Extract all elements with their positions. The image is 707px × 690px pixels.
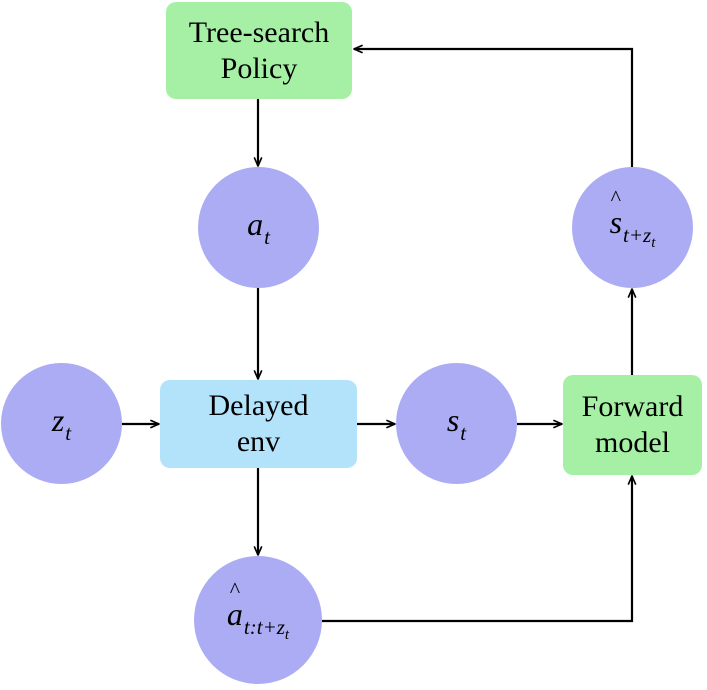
- shat-base: s: [609, 203, 623, 240]
- zt-subscript: t: [65, 420, 72, 445]
- tree-search-policy-node: Tree-search Policy: [166, 2, 352, 99]
- ahat-subsubscript: t: [284, 627, 290, 643]
- at-base: a: [247, 205, 264, 242]
- ahat-hat: ^: [229, 577, 241, 602]
- ahat-subscript: t:t+z: [243, 615, 285, 639]
- env-label-line1: Delayed: [208, 389, 309, 422]
- state-st-node: st: [396, 363, 517, 484]
- policy-label-line2: Policy: [220, 51, 298, 85]
- action-at-node: at: [198, 167, 319, 288]
- action-buffer-node: ^at:t+zt: [194, 556, 322, 684]
- predicted-state-node: ^st+zt: [572, 167, 693, 288]
- env-label-line2: env: [236, 425, 281, 458]
- ahat-base: a: [226, 596, 243, 632]
- edge-ahat-to-forward: [322, 475, 637, 623]
- forward-model-node: Forward model: [563, 375, 702, 475]
- zt-base: z: [51, 401, 65, 438]
- shat-subscript: t+z: [623, 222, 652, 247]
- edge-shat-to-policy: [353, 44, 634, 167]
- shat-hat: ^: [610, 184, 621, 210]
- forward-label-line1: Forward: [581, 390, 684, 423]
- at-subscript: t: [264, 224, 270, 249]
- st-base: s: [446, 401, 460, 438]
- shat-subsubscript: t: [651, 234, 656, 251]
- forward-label-line2: model: [595, 426, 670, 459]
- delay-zt-node: zt: [1, 363, 122, 484]
- policy-label-line1: Tree-search: [188, 15, 330, 49]
- st-subscript: t: [460, 420, 467, 445]
- delayed-env-node: Delayed env: [160, 380, 357, 468]
